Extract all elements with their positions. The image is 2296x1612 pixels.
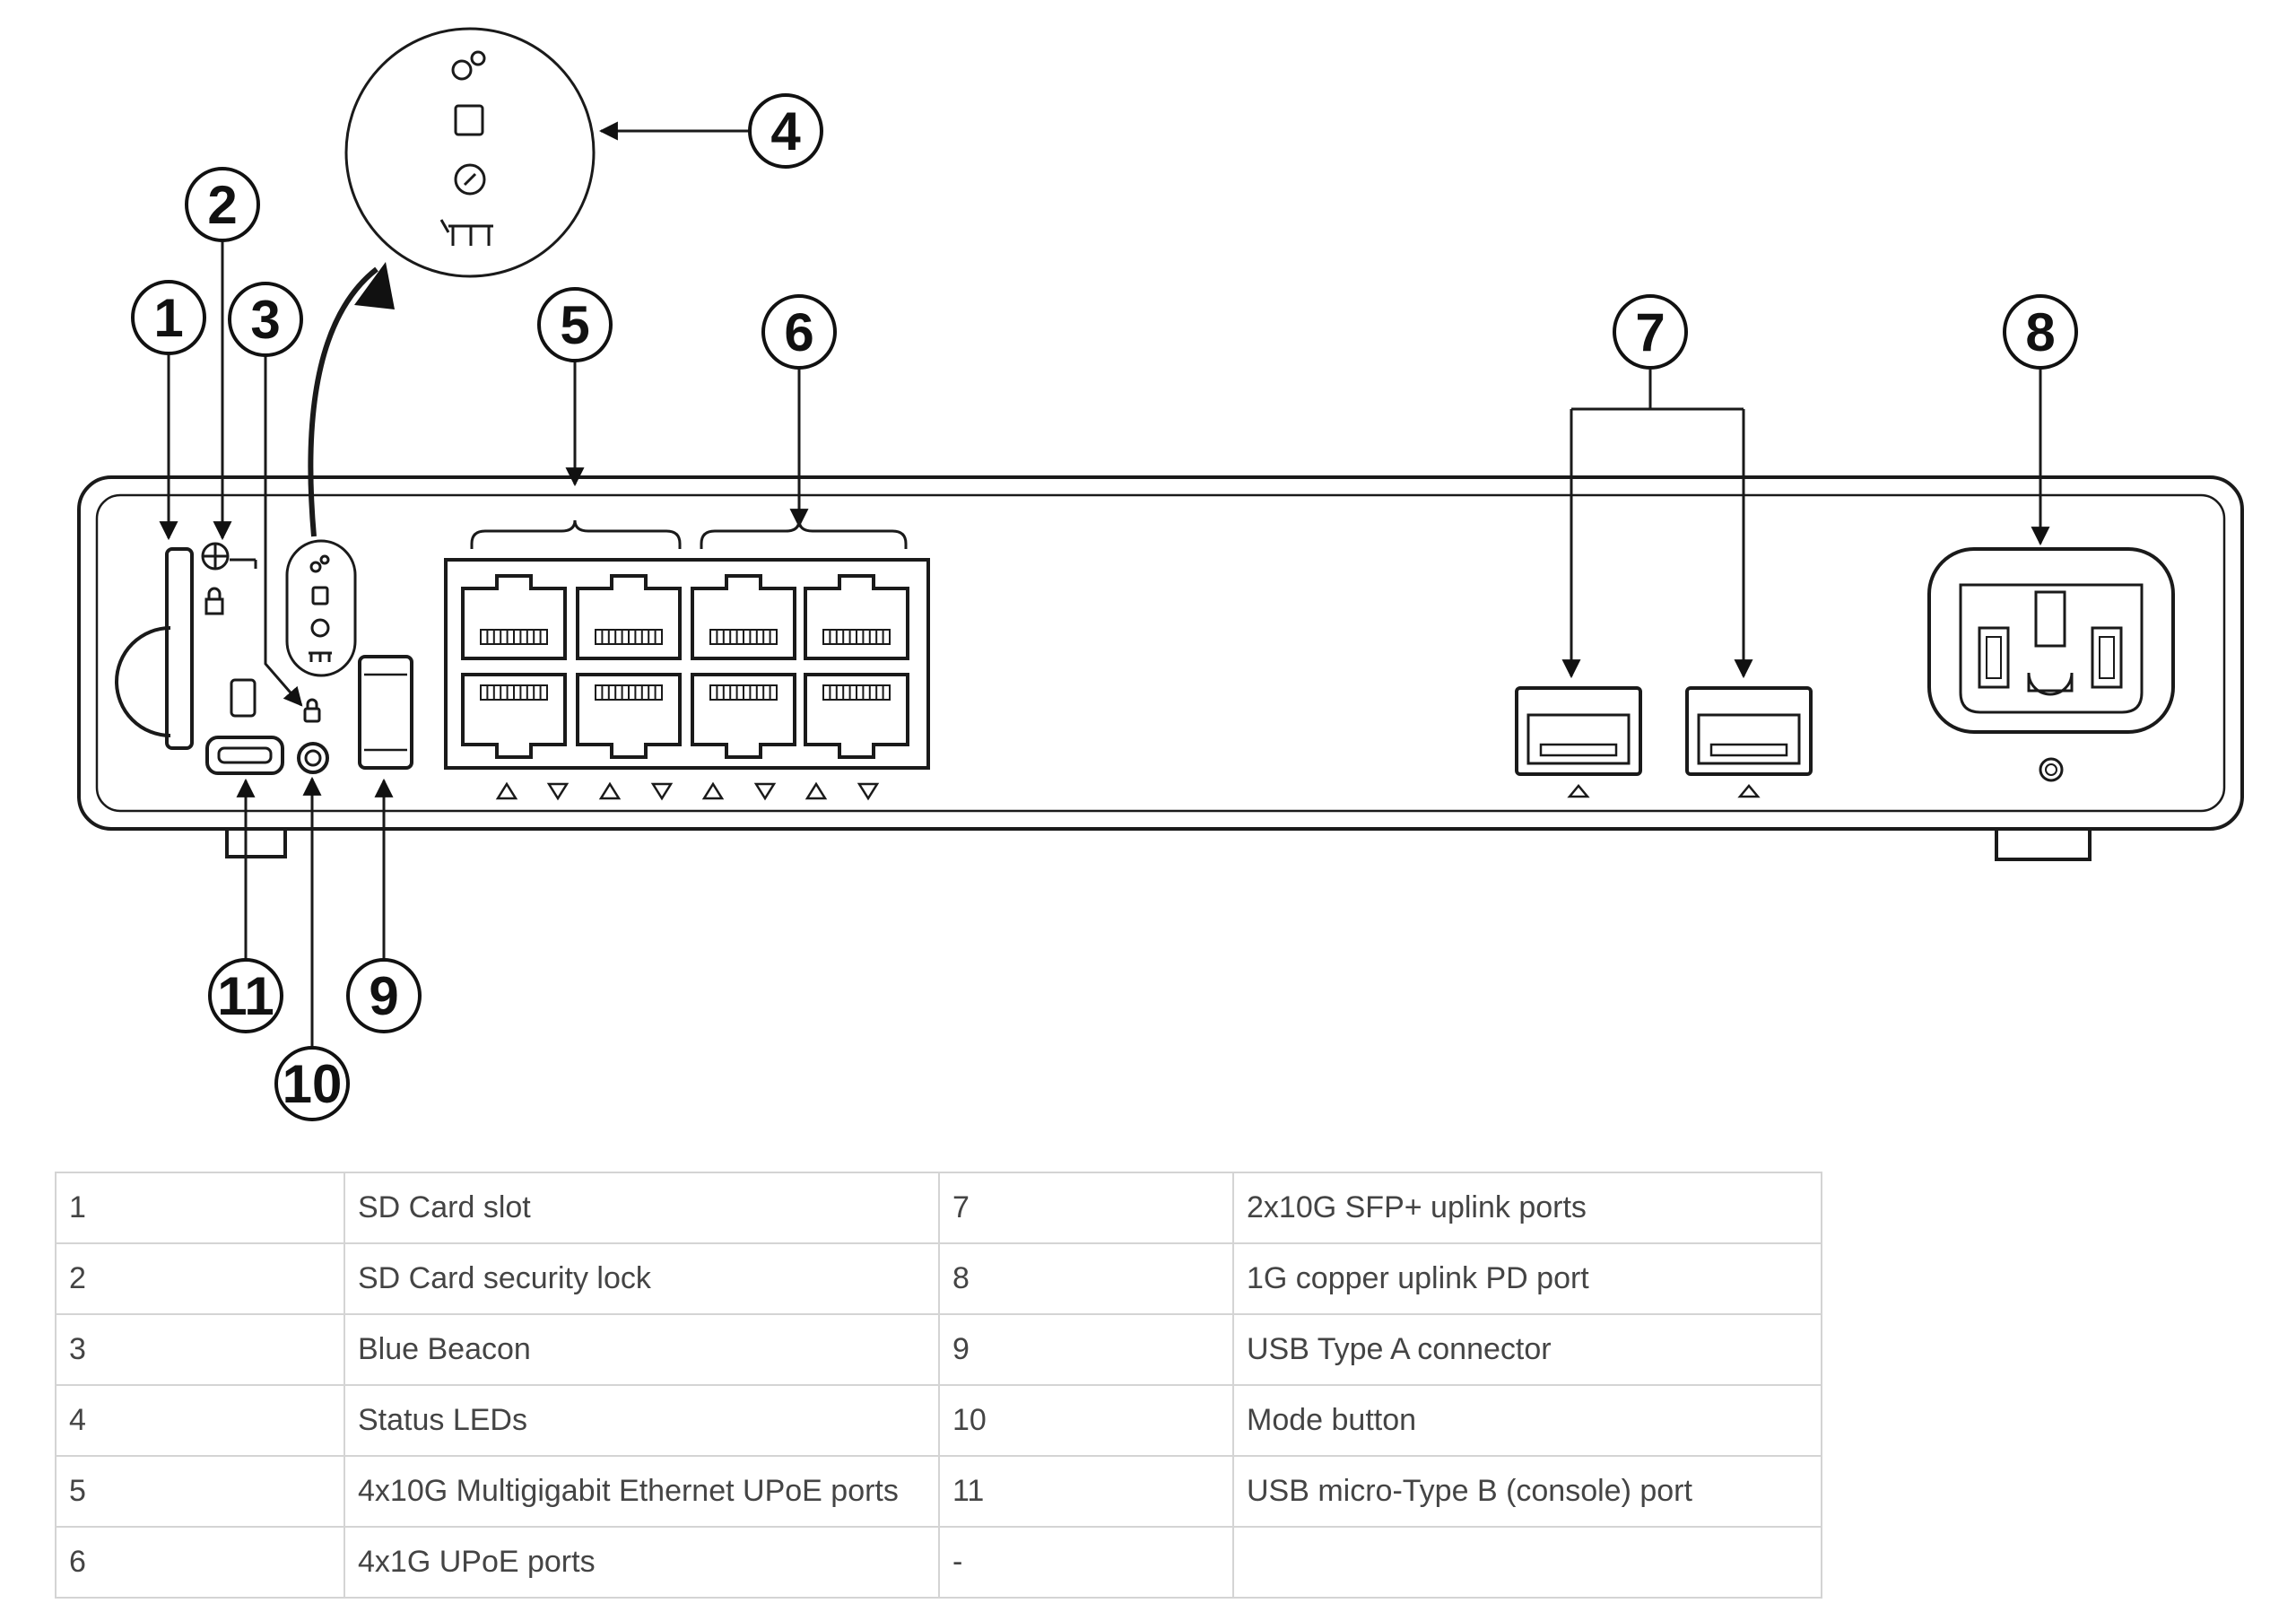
rj45-pins bbox=[480, 629, 548, 645]
rj45-port bbox=[691, 574, 796, 660]
rj45-pins bbox=[822, 629, 891, 645]
callout-number: 6 bbox=[784, 302, 813, 362]
leader-lines bbox=[159, 121, 2050, 1057]
legend-description bbox=[1232, 1526, 1822, 1599]
console-indicator bbox=[230, 678, 257, 718]
rj45-port bbox=[804, 574, 909, 660]
blue-beacon-icon bbox=[303, 698, 321, 723]
status-led-panel bbox=[285, 539, 357, 677]
legend-number: 4 bbox=[55, 1384, 345, 1457]
legend-number: 3 bbox=[55, 1313, 345, 1386]
port-led-indicator bbox=[701, 781, 725, 800]
legend-description: SD Card slot bbox=[344, 1172, 940, 1244]
callout-number: 8 bbox=[2025, 302, 2055, 362]
port-led-indicator bbox=[495, 781, 518, 800]
callout-number: 7 bbox=[1635, 302, 1665, 362]
sd-card-lock-icon bbox=[201, 542, 257, 615]
rj45-port bbox=[691, 673, 796, 759]
rj45-pins bbox=[709, 684, 778, 701]
legend-description: 4x10G Multigigabit Ethernet UPoE ports bbox=[344, 1455, 940, 1528]
rj45-port-block bbox=[444, 558, 930, 801]
chassis bbox=[77, 475, 2244, 861]
callout-number: 11 bbox=[217, 966, 274, 1026]
legend-description: USB micro-Type B (console) port bbox=[1232, 1455, 1822, 1528]
callout-number: 4 bbox=[770, 101, 801, 161]
mode-button bbox=[297, 742, 329, 774]
sfp-plus-ports bbox=[1515, 686, 1813, 798]
callout-number: 1 bbox=[153, 288, 183, 348]
port-led-indicator bbox=[546, 782, 570, 801]
legend-description: 4x1G UPoE ports bbox=[344, 1526, 940, 1599]
legend-number: 7 bbox=[938, 1172, 1234, 1244]
port-led-indicator bbox=[650, 782, 674, 801]
port-led-indicator bbox=[753, 782, 777, 801]
legend-description: Mode button bbox=[1232, 1384, 1822, 1457]
callout-3: 3 bbox=[228, 282, 303, 357]
rj45-port bbox=[461, 574, 567, 660]
rj45-pins bbox=[595, 684, 663, 701]
callout-2: 2 bbox=[185, 167, 260, 242]
magnifier-arrow-head bbox=[354, 262, 395, 309]
legend-number: 2 bbox=[55, 1242, 345, 1315]
legend-description: Blue Beacon bbox=[344, 1313, 940, 1386]
usb-micro-b-port bbox=[205, 736, 284, 775]
callout-4: 4 bbox=[748, 93, 823, 169]
legend-number: 6 bbox=[55, 1526, 345, 1599]
legend-description: 1G copper uplink PD port bbox=[1232, 1242, 1822, 1315]
rj45-port bbox=[576, 574, 682, 660]
legend-number: 5 bbox=[55, 1455, 345, 1528]
legend-number: 9 bbox=[938, 1313, 1234, 1386]
callout-11: 11 bbox=[208, 958, 283, 1033]
power-inlet bbox=[1927, 547, 2175, 782]
callout-number: 2 bbox=[207, 175, 237, 235]
callout-number: 10 bbox=[283, 1054, 343, 1114]
callout-number: 3 bbox=[250, 290, 280, 350]
rj45-pins bbox=[709, 629, 778, 645]
callout-9: 9 bbox=[346, 958, 422, 1033]
port-led-indicator bbox=[598, 781, 622, 800]
callout-number: 5 bbox=[560, 295, 589, 355]
legend-number: 1 bbox=[55, 1172, 345, 1244]
callout-7: 7 bbox=[1613, 294, 1688, 370]
rj45-pins bbox=[595, 629, 663, 645]
legend-number: 8 bbox=[938, 1242, 1234, 1315]
legend-number: - bbox=[938, 1526, 1234, 1599]
rj45-port bbox=[461, 673, 567, 759]
port-led-indicator bbox=[804, 781, 828, 800]
rj45-pins bbox=[822, 684, 891, 701]
legend-description: USB Type A connector bbox=[1232, 1313, 1822, 1386]
status-led-magnifier bbox=[308, 27, 596, 537]
legend-number: 11 bbox=[938, 1455, 1234, 1528]
legend-number: 10 bbox=[938, 1384, 1234, 1457]
callout-5: 5 bbox=[537, 287, 613, 362]
rj45-port bbox=[804, 673, 909, 759]
rj45-port bbox=[576, 673, 682, 759]
legend-description: SD Card security lock bbox=[344, 1242, 940, 1315]
sd-card-slot bbox=[115, 547, 194, 750]
legend-description: 2x10G SFP+ uplink ports bbox=[1232, 1172, 1822, 1244]
rj45-pins bbox=[480, 684, 548, 701]
port-led-indicator bbox=[857, 782, 880, 801]
callout-10: 10 bbox=[274, 1046, 350, 1121]
callout-number: 9 bbox=[369, 966, 398, 1026]
callout-1: 1 bbox=[131, 280, 206, 355]
legend-description: Status LEDs bbox=[344, 1384, 940, 1457]
usb-type-a-port bbox=[358, 655, 413, 770]
callout-6: 6 bbox=[761, 294, 837, 370]
callout-8: 8 bbox=[2003, 294, 2078, 370]
